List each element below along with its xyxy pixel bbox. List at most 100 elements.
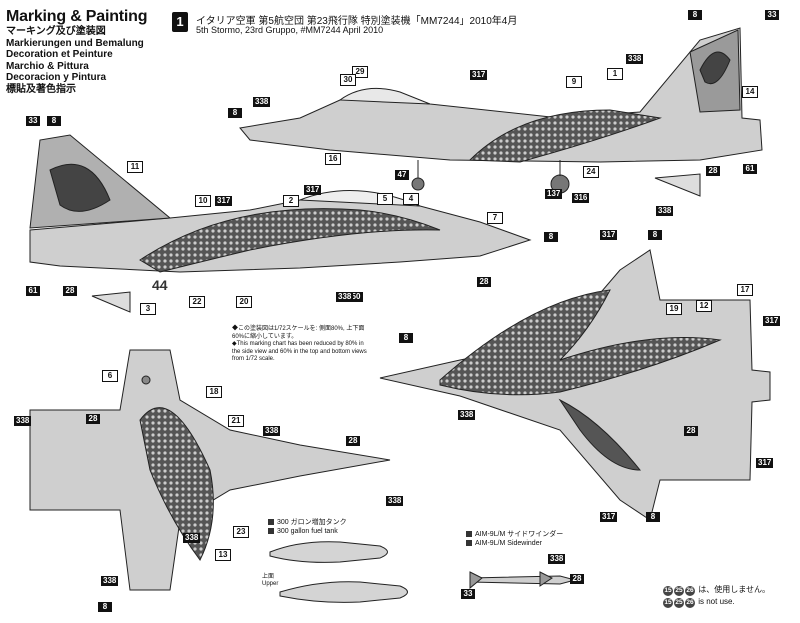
not-use-jp: は、使用しません。 bbox=[698, 585, 770, 594]
sidewinder-jp: AIM-9L/M サイドワインダー bbox=[475, 531, 564, 538]
callout-14: 14 bbox=[742, 86, 758, 98]
callout-6: 6 bbox=[102, 370, 118, 382]
callout-28: 28 bbox=[706, 166, 720, 176]
callout-28b: 28 bbox=[477, 277, 491, 287]
scale-note: ◆この塗装図は1/72スケールを: 側面80%, 上下面60%に縮小しています。… bbox=[232, 326, 372, 364]
callout-338c: 338 bbox=[336, 292, 354, 302]
callout-19: 19 bbox=[666, 303, 682, 315]
callout-8g: 8 bbox=[98, 602, 112, 612]
callout-12: 12 bbox=[696, 300, 712, 312]
callout-8f: 8 bbox=[648, 230, 662, 240]
title-line-fr: Decoration et Peinture bbox=[6, 49, 113, 60]
fuel-tank-drawing bbox=[269, 541, 408, 603]
callout-8b: 8 bbox=[228, 108, 242, 118]
callout-16: 16 bbox=[325, 153, 341, 165]
callout-8: 8 bbox=[688, 10, 702, 20]
not-use-num-25b: 25 bbox=[674, 598, 684, 608]
callout-18: 18 bbox=[206, 386, 222, 398]
callout-28c: 28 bbox=[86, 414, 100, 424]
not-use-num-26: 26 bbox=[685, 586, 695, 596]
callout-338j: 338 bbox=[548, 554, 566, 564]
legend-square-icon bbox=[268, 528, 274, 535]
scheme-title-en: 5th Stormo, 23rd Gruppo, #MM7244 April 2… bbox=[196, 25, 384, 35]
fuel-tank-en: 300 gallon fuel tank bbox=[277, 528, 338, 535]
scale-note-en: ◆This marking chart has been reduced by … bbox=[232, 341, 367, 362]
bottom-view bbox=[29, 349, 391, 591]
callout-11: 11 bbox=[127, 161, 143, 173]
callout-22: 22 bbox=[189, 296, 205, 308]
callout-13: 13 bbox=[215, 549, 231, 561]
callout-17: 17 bbox=[737, 284, 753, 296]
not-use-num-25: 25 bbox=[674, 586, 684, 596]
callout-28g: 28 bbox=[63, 286, 77, 296]
callout-7: 7 bbox=[487, 212, 503, 224]
not-use-num-26b: 26 bbox=[685, 598, 695, 608]
title-line-es: Decoracion y Pintura bbox=[6, 72, 107, 83]
callout-338g: 338 bbox=[183, 533, 201, 543]
callout-8h: 8 bbox=[646, 512, 660, 522]
callout-338b: 338 bbox=[253, 97, 271, 107]
callout-4: 4 bbox=[403, 193, 419, 205]
fuel-tank-jp: 300 ガロン増加タンク bbox=[277, 519, 347, 526]
scale-note-jp: ◆この塗装図は1/72スケールを: 側面80%, 上下面60%に縮小しています。 bbox=[232, 326, 365, 340]
sidewinder-legend: AIM-9L/M サイドワインダー AIM-9L/M Sidewinder bbox=[466, 530, 563, 548]
callout-29: 29 bbox=[352, 66, 368, 78]
scheme-title-jp: イタリア空軍 第5航空団 第23飛行隊 特別塗装機「MM7244」2010年4月 bbox=[196, 16, 518, 27]
callout-61b: 61 bbox=[26, 286, 40, 296]
legend-square-icon bbox=[466, 531, 472, 538]
callout-8i: 8 bbox=[399, 333, 413, 343]
fuel-tank-legend: 300 ガロン増加タンク 300 gallon fuel tank bbox=[268, 518, 347, 536]
callout-338h: 338 bbox=[101, 576, 119, 586]
callout-317e: 317 bbox=[763, 316, 781, 326]
callout-20: 20 bbox=[236, 296, 252, 308]
callout-317d: 317 bbox=[600, 230, 618, 240]
callout-8d: 8 bbox=[544, 232, 558, 242]
callout-23: 23 bbox=[233, 526, 249, 538]
callout-5: 5 bbox=[377, 193, 393, 205]
callout-317: 317 bbox=[470, 70, 488, 80]
side-view-left: 44 bbox=[29, 134, 532, 313]
callout-8c: 8 bbox=[47, 116, 61, 126]
callout-338e: 338 bbox=[263, 426, 281, 436]
scheme-header: 1 イタリア空軍 第5航空団 第23飛行隊 特別塗装機「MM7244」2010年… bbox=[172, 12, 517, 35]
callout-316: 316 bbox=[572, 193, 590, 203]
callout-3: 3 bbox=[140, 303, 156, 315]
title-line-jp: マーキング及び塗装図 bbox=[6, 26, 106, 37]
callout-338d: 338 bbox=[14, 416, 32, 426]
sidewinder-en: AIM-9L/M Sidewinder bbox=[475, 540, 542, 547]
callout-21: 21 bbox=[228, 415, 244, 427]
callout-317c: 317 bbox=[215, 196, 233, 206]
side-view-right bbox=[239, 27, 763, 197]
callout-28f: 28 bbox=[570, 574, 584, 584]
callout-338f: 338 bbox=[386, 496, 404, 506]
upper-label: 上面 Upper bbox=[262, 574, 278, 588]
callout-47: 47 bbox=[395, 170, 409, 180]
callout-9: 9 bbox=[566, 76, 582, 88]
not-use-num-15: 15 bbox=[663, 586, 673, 596]
callout-33b: 33 bbox=[26, 116, 40, 126]
callout-33c: 33 bbox=[461, 589, 475, 599]
callout-338: 338 bbox=[626, 54, 644, 64]
not-use-num-15b: 15 bbox=[663, 598, 673, 608]
callout-1: 1 bbox=[607, 68, 623, 80]
callout-10: 10 bbox=[195, 195, 211, 207]
callout-30: 30 bbox=[340, 74, 356, 86]
sidewinder-drawing bbox=[469, 571, 577, 590]
callout-61: 61 bbox=[743, 164, 757, 174]
callout-28d: 28 bbox=[346, 436, 360, 446]
top-view bbox=[379, 249, 771, 521]
callout-137: 137 bbox=[545, 189, 563, 199]
callout-24: 24 bbox=[583, 166, 599, 178]
title-block: Marking & Painting マーキング及び塗装図 Markierung… bbox=[6, 8, 176, 95]
upper-label-en: Upper bbox=[262, 581, 279, 587]
title-line-cn: 標貼及著色指示 bbox=[6, 83, 76, 95]
title-line-de: Markierungen und Bemalung bbox=[6, 37, 144, 49]
not-use-en: is not use. bbox=[698, 597, 735, 606]
callout-338i: 338 bbox=[458, 410, 476, 420]
title-line-it: Marchio & Pittura bbox=[6, 60, 89, 72]
callout-33: 33 bbox=[765, 10, 779, 20]
callout-50: 50 bbox=[349, 292, 363, 302]
callout-317b: 317 bbox=[304, 185, 322, 195]
